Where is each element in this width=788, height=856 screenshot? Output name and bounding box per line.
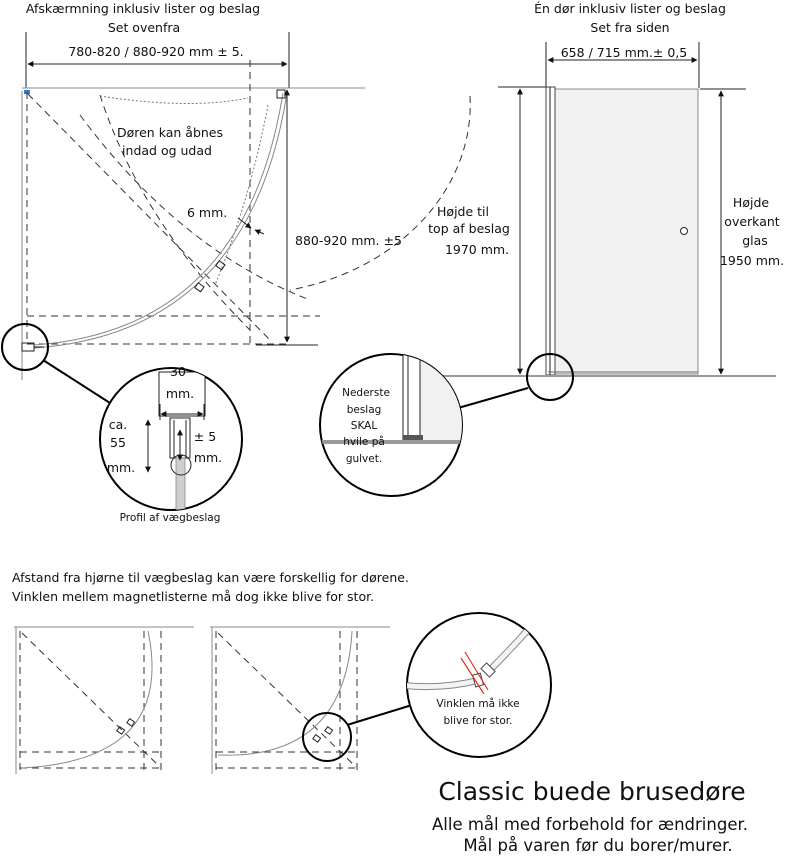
profile-body [158,371,206,417]
angle-callout-leader [346,704,413,726]
curved-glass-door-outer [33,92,288,349]
profile-height-line1: ca. [109,417,128,432]
width-dim-label: 780-820 / 880-920 mm ± 5. [68,44,243,59]
depth-dim-label: 880-920 mm. ±5 [295,233,402,248]
hinge-2 [194,282,205,293]
profile-width-unit: mm. [166,386,194,401]
profile-callout-leader [42,359,111,404]
profile-callout-small-circle [1,323,49,371]
gap-arrow-right [254,229,265,235]
top-view-diagram: Afskærmning inklusiv lister og beslag Se… [21,1,471,380]
side-view-diagram: Én dør inklusiv lister og beslag Set fra… [428,1,784,377]
dashed-diagonal [27,93,271,341]
door-glass-panel [554,88,699,375]
left-height-line2: top af beslag [428,221,510,236]
profile-tol-line1: ± 5 [194,429,216,444]
profile-caption: Profil af vægbeslag [120,512,221,524]
angle-callout-small-circle [302,712,352,762]
bottom-note-line4: hvile på [343,435,385,448]
bottom-note-line1: Nederste [342,387,390,399]
angle-note-line1: Vinklen må ikke [436,697,519,710]
note-line1: Afstand fra hjørne til vægbeslag kan vær… [12,570,409,585]
right-height-line2: overkant [724,214,779,229]
door-knob [680,227,688,235]
profile-height-line2: 55 [110,435,126,450]
bottom-note-line5: gulvet. [346,453,382,465]
right-height-line1: Højde [733,195,769,210]
top-bracket [276,89,286,99]
footer-line2: Mål på varen før du borer/murer. [463,836,732,855]
small-diagram-left [14,626,194,774]
profile-detail: 30 mm. ca. 55 mm. ± 5 mm. Profil af vægb… [1,323,243,524]
magnet-strip-right [480,662,496,678]
door-note-line2: indad og udad [122,143,212,158]
angle-warning-line-2 [460,657,485,695]
footer-line1: Alle mål med forbehold for ændringer. [432,815,748,834]
hinge-1 [215,260,226,271]
left-height-line1: Højde til [437,204,489,219]
profile-height-line3: mm. [107,460,135,475]
side-view-subtitle: Set fra siden [590,20,669,35]
bottom-profile [402,354,421,443]
angle-detail: Vinklen må ikke blive for stor. [406,612,552,758]
small-door-curve-left [21,630,153,769]
side-width-dim-label: 658 / 715 mm.± 0,5 [561,45,688,60]
small-door-curve-right [217,630,353,756]
gap-arrow-left [237,217,252,229]
door-trace-top [99,95,249,105]
door-trace-side [214,104,269,286]
side-view-title: Én dør inklusiv lister og beslag [534,1,726,16]
bottom-bracket [403,435,423,442]
left-height-line3: 1970 mm. [445,242,509,257]
note-line2: Vinklen mellem magnetlisterne må dog ikk… [12,589,374,604]
top-view-subtitle: Set ovenfra [108,20,180,35]
top-view-title: Afskærmning inklusiv lister og beslag [26,1,260,16]
bottom-note-line3: SKAL [351,420,378,432]
profile-tol-line2: mm. [194,450,222,465]
right-height-line3: glas [742,233,768,248]
door-note-line1: Døren kan åbnes [117,125,223,140]
dashed-swing-arc-3 [99,94,251,331]
curved-glass-door [33,92,284,346]
dashed-swing-outward [289,95,471,291]
angle-warning-line-1 [464,651,489,691]
angle-note-line2: blive for stor. [444,715,513,727]
gap-dim-label: 6 mm. [187,205,227,220]
bottom-callout-leader [457,387,529,409]
footer-title: Classic buede brusedøre [438,777,745,806]
profile-width-value: 30 [170,364,186,379]
bottom-note-line2: beslag [347,404,382,416]
bottom-bracket-detail: Nederste beslag SKAL hvile på gulvet. [319,353,574,497]
bottom-callout-small-circle [526,353,574,401]
right-height-line4: 1950 mm. [720,253,784,268]
dashed-swing-arc-2 [79,114,311,301]
small-diagram-right [210,626,413,774]
